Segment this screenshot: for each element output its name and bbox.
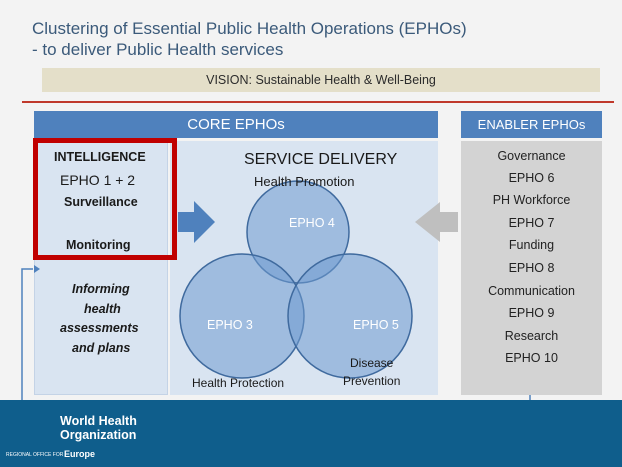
health-promotion-label: Health Promotion xyxy=(254,174,355,189)
prevention-label: Prevention xyxy=(343,374,401,388)
enabler-item: PH Workforce xyxy=(492,193,571,207)
intelligence-epho: EPHO 1 + 2 xyxy=(60,172,136,188)
enabler-column: Governance EPHO 6 PH Workforce EPHO 7 Fu… xyxy=(461,141,602,395)
regional-office-prefix: REGIONAL OFFICE FOR xyxy=(6,452,64,458)
enabler-item: Communication xyxy=(488,284,575,298)
org-name-line-1: World Health xyxy=(60,414,137,428)
intelligence-highlight-box xyxy=(33,138,177,260)
slide-title: Clustering of Essential Public Health Op… xyxy=(32,18,467,60)
region-name: Europe xyxy=(64,449,96,459)
venn-circle-epho5 xyxy=(287,253,413,379)
monitoring-label: Monitoring xyxy=(66,238,131,252)
enabler-item: Funding xyxy=(508,238,555,252)
enabler-item: Research xyxy=(504,329,559,343)
venn-circle-epho3 xyxy=(179,253,305,379)
title-line-1: Clustering of Essential Public Health Op… xyxy=(32,19,467,38)
enabler-item: EPHO 8 xyxy=(508,261,555,275)
divider-line xyxy=(22,101,614,103)
surveillance-label: Surveillance xyxy=(64,195,138,209)
epho3-label: EPHO 3 xyxy=(207,318,253,332)
informing-line: health xyxy=(84,302,121,316)
core-ephos-header: CORE EPHOs xyxy=(34,111,438,138)
enabler-item: EPHO 10 xyxy=(505,351,558,365)
informing-line: and plans xyxy=(72,341,131,355)
disease-label: Disease xyxy=(350,356,394,370)
right-arrow-blue-icon xyxy=(178,201,215,243)
epho4-label: EPHO 4 xyxy=(289,216,335,230)
vision-banner: VISION: Sustainable Health & Well-Being xyxy=(42,68,600,92)
venn-diagram xyxy=(179,180,413,379)
enabler-item: EPHO 7 xyxy=(508,216,555,230)
intelligence-title: INTELLIGENCE xyxy=(54,150,146,164)
enabler-item: Governance xyxy=(497,149,566,163)
health-protection-label: Health Protection xyxy=(192,376,285,390)
left-arrow-gray-icon xyxy=(415,202,458,242)
informing-line: Informing xyxy=(72,282,130,296)
enabler-item: EPHO 6 xyxy=(508,171,555,185)
epho5-label: EPHO 5 xyxy=(353,318,399,332)
informing-line: assessments xyxy=(60,321,139,335)
service-delivery-title: SERVICE DELIVERY xyxy=(244,151,398,168)
org-name-line-2: Organization xyxy=(60,428,137,442)
footer-bar xyxy=(0,400,622,467)
title-line-2: - to deliver Public Health services xyxy=(32,40,284,59)
enabler-item: EPHO 9 xyxy=(508,306,555,320)
enabler-ephos-header: ENABLER EPHOs xyxy=(461,111,602,138)
